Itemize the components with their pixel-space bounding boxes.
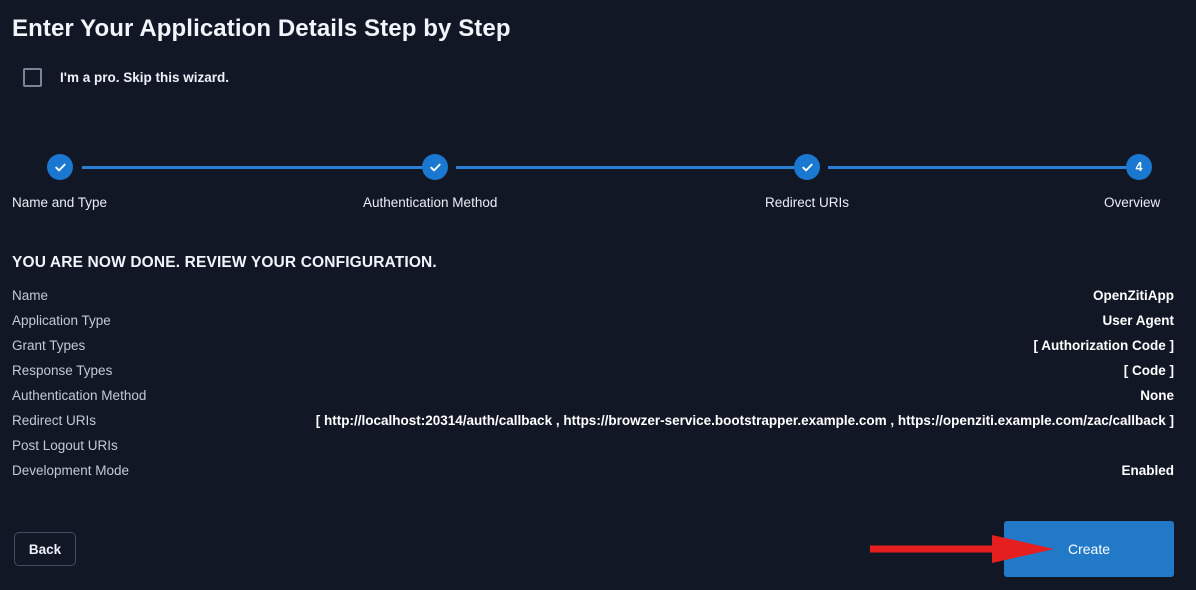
wizard-stepper: Name and Type Authentication Method Redi… — [0, 154, 1196, 220]
summary-row-response-types: Response Types [ Code ] — [12, 363, 1174, 388]
stepper-node-authentication-method[interactable] — [422, 154, 448, 180]
configuration-summary: Name OpenZitiApp Application Type User A… — [12, 288, 1174, 488]
summary-label: Post Logout URIs — [12, 438, 118, 453]
summary-value: [ Code ] — [1123, 363, 1174, 378]
stepper-connector-2 — [456, 166, 794, 169]
stepper-node-name-and-type[interactable] — [47, 154, 73, 180]
summary-value: [ Authorization Code ] — [1033, 338, 1174, 353]
stepper-label-redirect-uris: Redirect URIs — [765, 195, 850, 210]
summary-value: None — [1140, 388, 1174, 403]
summary-label: Redirect URIs — [12, 413, 97, 428]
summary-label: Grant Types — [12, 338, 86, 353]
check-icon — [428, 160, 443, 175]
summary-label: Response Types — [12, 363, 113, 378]
summary-label: Application Type — [12, 313, 111, 328]
page-title: Enter Your Application Details Step by S… — [12, 15, 511, 42]
stepper-label-authentication-method: Authentication Method — [363, 195, 498, 210]
review-heading: YOU ARE NOW DONE. REVIEW YOUR CONFIGURAT… — [12, 254, 437, 271]
summary-row-grant-types: Grant Types [ Authorization Code ] — [12, 338, 1174, 363]
summary-value: [ http://localhost:20314/auth/callback ,… — [315, 413, 1174, 428]
summary-value: Enabled — [1121, 463, 1174, 478]
summary-label: Authentication Method — [12, 388, 147, 403]
summary-label: Development Mode — [12, 463, 130, 478]
summary-row-redirect-uris: Redirect URIs [ http://localhost:20314/a… — [12, 413, 1174, 438]
back-button[interactable]: Back — [14, 532, 76, 566]
create-button[interactable]: Create — [1004, 521, 1174, 577]
summary-label: Name — [12, 288, 49, 303]
stepper-label-name-and-type: Name and Type — [12, 195, 108, 210]
stepper-label-overview: Overview — [1104, 195, 1161, 210]
summary-value: User Agent — [1102, 313, 1174, 328]
summary-row-development-mode: Development Mode Enabled — [12, 463, 1174, 488]
stepper-node-redirect-uris[interactable] — [794, 154, 820, 180]
skip-wizard-label: I'm a pro. Skip this wizard. — [60, 70, 229, 85]
stepper-connector-1 — [82, 166, 422, 169]
summary-value: OpenZitiApp — [1093, 288, 1174, 303]
summary-row-authentication-method: Authentication Method None — [12, 388, 1174, 413]
summary-row-name: Name OpenZitiApp — [12, 288, 1174, 313]
check-icon — [800, 160, 815, 175]
stepper-node-overview[interactable]: 4 — [1126, 154, 1152, 180]
stepper-step-number: 4 — [1135, 159, 1143, 174]
check-icon — [53, 160, 68, 175]
checkbox-unchecked-icon[interactable] — [23, 68, 42, 87]
skip-wizard-row[interactable]: I'm a pro. Skip this wizard. — [23, 68, 229, 87]
summary-row-post-logout-uris: Post Logout URIs — [12, 438, 1174, 463]
summary-row-application-type: Application Type User Agent — [12, 313, 1174, 338]
stepper-connector-3 — [828, 166, 1126, 169]
